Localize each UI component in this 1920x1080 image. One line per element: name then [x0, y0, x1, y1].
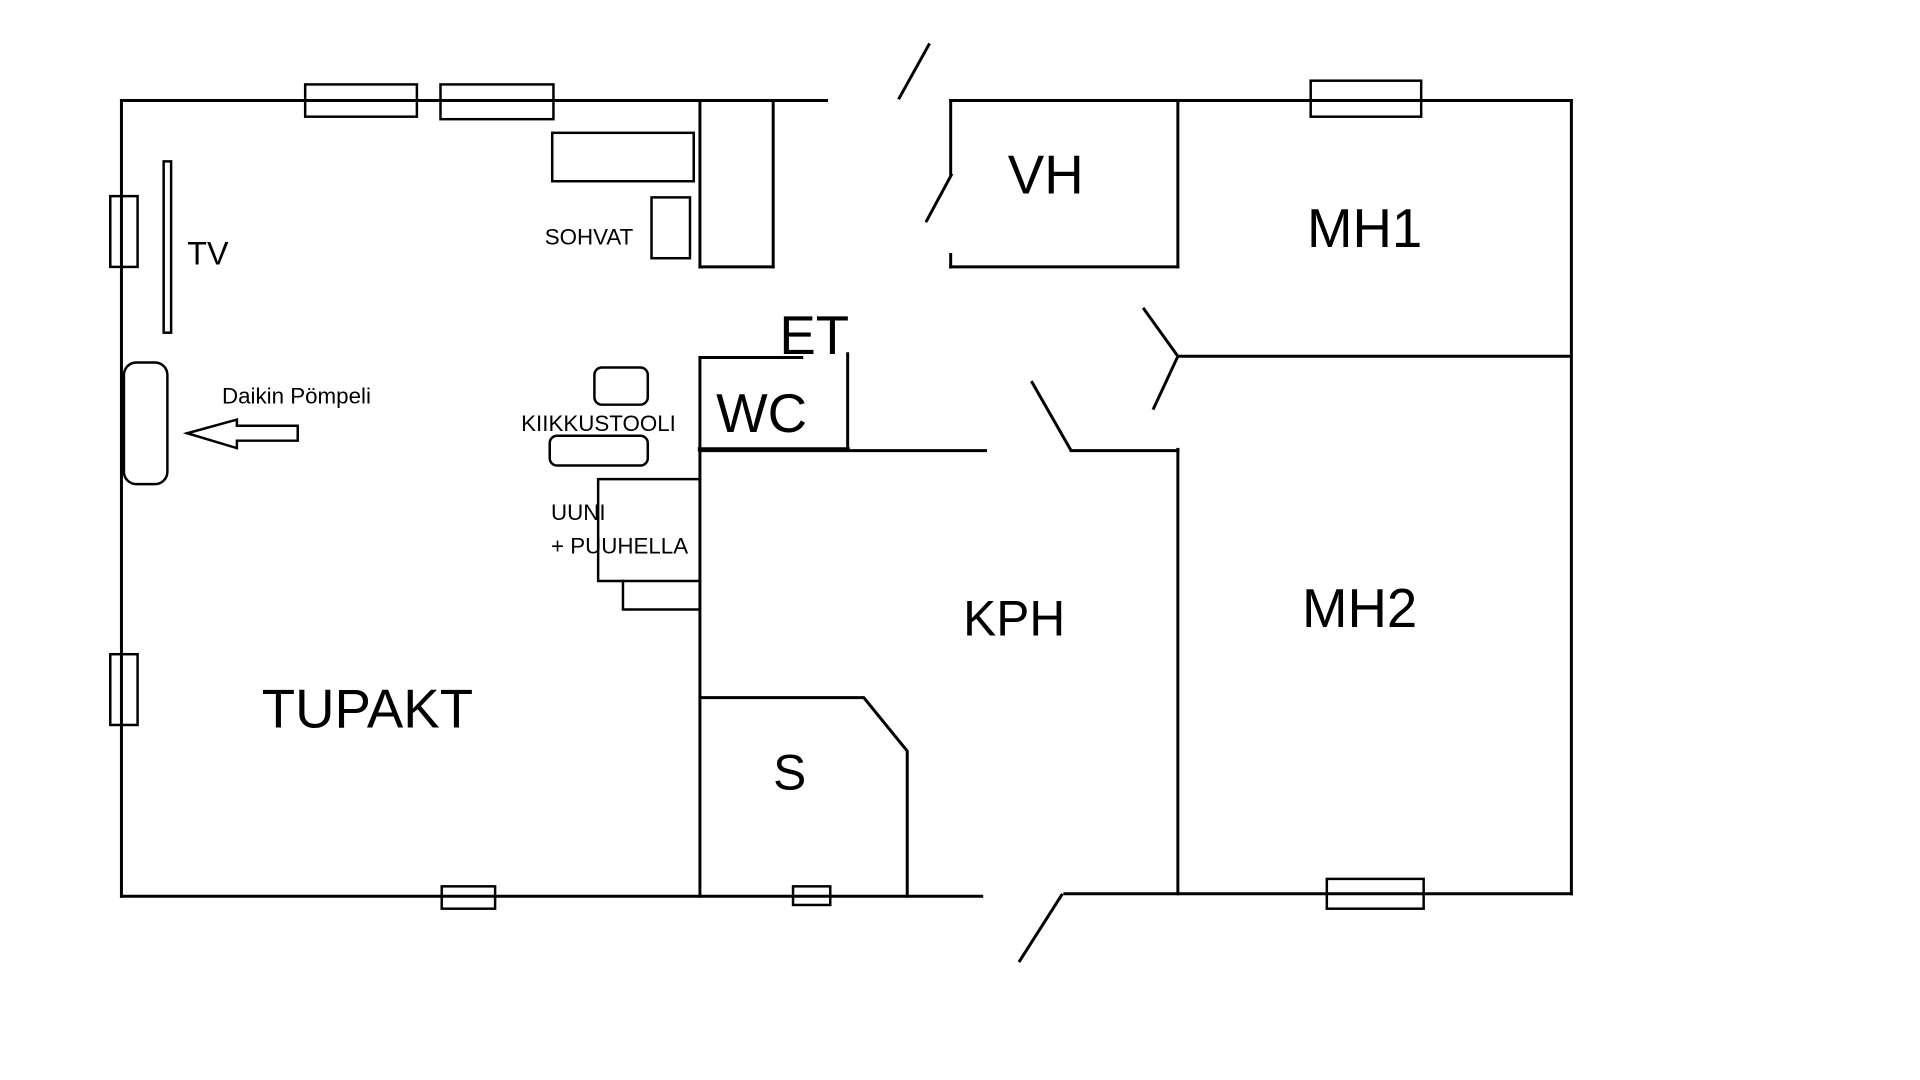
room-label-et: ET [779, 305, 849, 366]
sauna-wall [698, 696, 909, 898]
window-left-2 [109, 652, 139, 727]
window-bottom-1 [440, 885, 497, 910]
window-bottom-2 [791, 885, 832, 907]
puuhella-label: + PUUHELLA [551, 534, 688, 559]
mh1-door [1141, 306, 1180, 358]
window-top-1 [303, 83, 419, 118]
sofa-long [550, 131, 695, 183]
window-top-2 [439, 83, 555, 121]
room-label-s: S [773, 745, 806, 801]
doors [897, 42, 1180, 963]
room-label-tupakt: TUPAKT [262, 678, 473, 739]
labels: TV SOHVAT Daikin Pömpeli KIIKKUSTOOLI UU… [187, 145, 1422, 801]
rocking-chair-base [548, 434, 650, 467]
room-label-vh: VH [1008, 145, 1084, 206]
room-label-mh1: MH1 [1307, 198, 1422, 259]
tv-label: TV [187, 235, 229, 271]
daikin-label: Daikin Pömpeli [222, 383, 371, 408]
window-mh2 [1325, 877, 1425, 910]
back-door [1017, 892, 1064, 963]
kph-door [1030, 380, 1073, 452]
vh-door [924, 173, 954, 223]
kiikkustooli-label: KIIKKUSTOOLI [521, 411, 676, 436]
room-label-mh2: MH2 [1302, 578, 1417, 639]
daikin-unit [122, 361, 169, 486]
rocking-chair-seat [593, 366, 650, 406]
entry-door [897, 42, 931, 101]
windows [109, 79, 1425, 910]
sohvat-label: SOHVAT [545, 225, 634, 250]
outer-walls [119, 99, 1573, 898]
arrow-left-icon [182, 417, 299, 450]
tv [162, 160, 173, 334]
interior-walls [697, 99, 1573, 898]
sofa-short [650, 196, 692, 260]
uuni-label: UUNI [551, 500, 606, 525]
furniture [122, 131, 702, 611]
window-left-1 [109, 194, 139, 269]
stove [596, 477, 702, 583]
room-label-kph: KPH [963, 591, 1065, 647]
window-mh1 [1309, 79, 1423, 118]
room-label-wc: WC [716, 383, 807, 444]
mh2-door [1151, 355, 1180, 411]
stove-base [621, 579, 702, 611]
